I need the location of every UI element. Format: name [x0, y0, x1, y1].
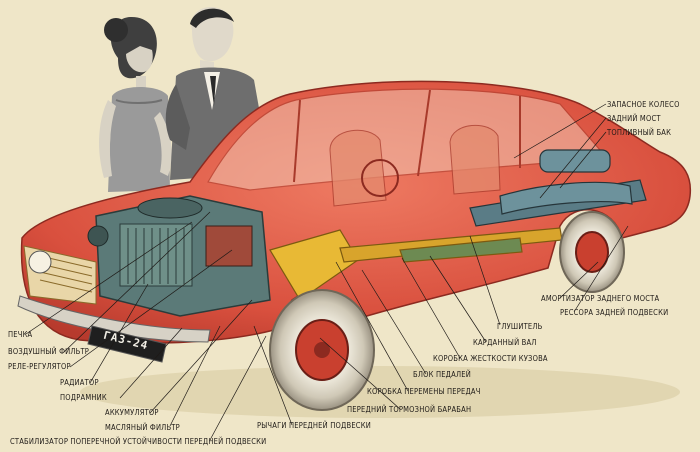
- label-pedal-box: БЛОК ПЕДАЛЕЙ: [413, 370, 471, 379]
- man-figure: [165, 6, 270, 180]
- label-rear-axle: ЗАДНИЙ МОСТ: [607, 114, 661, 123]
- rear-assembly: [469, 149, 647, 227]
- label-battery: АККУМУЛЯТОР: [105, 408, 159, 417]
- front-fascia: [17, 245, 211, 343]
- label-muffler: ГЛУШИТЕЛЬ: [497, 322, 543, 331]
- label-stabilizer: СТАБИЛИЗАТОР ПОПЕРЕЧНОЙ УСТОЙЧИВОСТИ ПЕР…: [10, 437, 267, 446]
- label-gearbox: КОРОБКА ПЕРЕМЕНЫ ПЕРЕДАЧ: [367, 387, 481, 396]
- rear-wheel: [559, 211, 625, 293]
- label-air-filter: ВОЗДУШНЫЙ ФИЛЬТР: [8, 347, 90, 356]
- label-heater: ПЕЧКА: [8, 330, 33, 339]
- label-oil-filter: МАСЛЯНЫЙ ФИЛЬТР: [105, 423, 180, 432]
- woman-figure: [99, 16, 172, 192]
- car-seats: [329, 124, 501, 207]
- leader-lines: [25, 103, 629, 441]
- label-fuel-tank: ТОПЛИВНЫЙ БАК: [607, 128, 672, 137]
- label-rear-shock: АМОРТИЗАТОР ЗАДНЕГО МОСТА: [541, 294, 660, 303]
- label-relay-regulator: РЕЛЕ-РЕГУЛЯТОР: [8, 362, 71, 371]
- engine-assembly: [87, 195, 271, 317]
- label-driveshaft: КАРДАННЫЙ ВАЛ: [473, 338, 537, 347]
- label-body-stiffener: КОРОБКА ЖЕСТКОСТИ КУЗОВА: [433, 354, 548, 363]
- label-front-drum: ПЕРЕДНИЙ ТОРМОЗНОЙ БАРАБАН: [347, 405, 472, 414]
- front-wheel: [269, 289, 375, 411]
- label-spare-wheel: ЗАПАСНОЕ КОЛЕСО: [607, 100, 680, 109]
- label-rear-spring: РЕССОРА ЗАДНЕЙ ПОДВЕСКИ: [560, 308, 669, 317]
- license-plate: [87, 325, 167, 363]
- label-front-arms: РЫЧАГИ ПЕРЕДНЕЙ ПОДВЕСКИ: [257, 421, 371, 430]
- label-subframe: ПОДРАМНИК: [60, 393, 107, 402]
- label-radiator: РАДИАТОР: [60, 378, 99, 387]
- ground-shadow: [80, 366, 680, 418]
- drivetrain: [269, 227, 563, 301]
